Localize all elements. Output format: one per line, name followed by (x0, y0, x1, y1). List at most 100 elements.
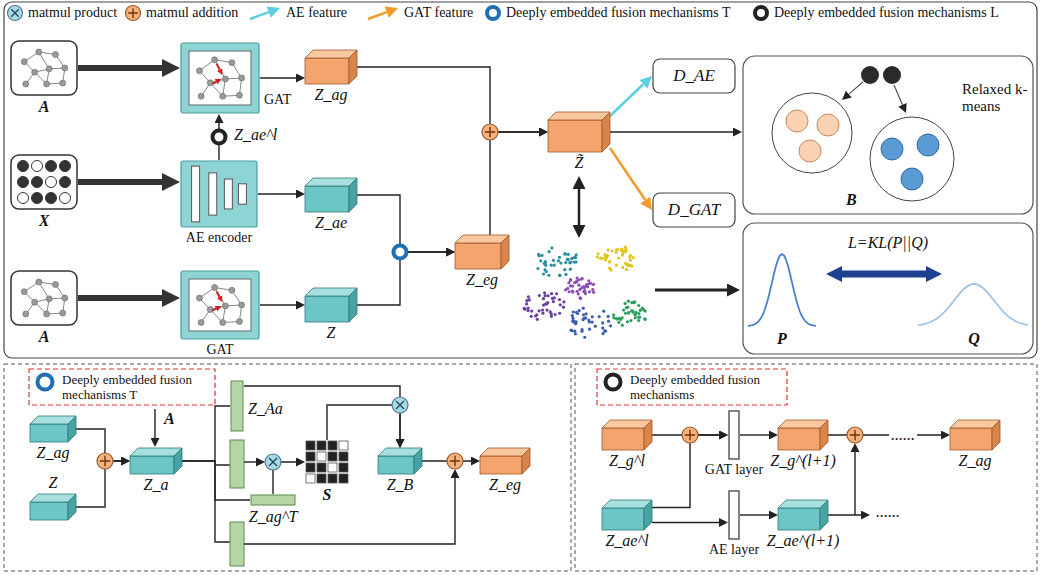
product-symbol (8, 6, 23, 21)
add-symbol (682, 427, 698, 443)
scatter-point (616, 248, 619, 251)
scatter-point (633, 300, 636, 303)
legend-entry: matmul addition (124, 5, 238, 21)
matrix-cell (306, 452, 315, 461)
decoder-box (653, 59, 735, 93)
scatter-point (623, 302, 626, 305)
scatter-point (541, 308, 544, 311)
scatter-point (569, 329, 572, 332)
layer-bar (729, 491, 739, 539)
scatter-point (527, 295, 530, 298)
scatter-point (627, 311, 630, 314)
feature-tensor: Z_a (130, 448, 182, 474)
gat-panel (189, 279, 251, 331)
cuboid-side (68, 494, 76, 520)
graph-vertex (220, 93, 226, 99)
distribution-curve (748, 254, 816, 326)
scatter-point (608, 260, 611, 263)
scatter-point (523, 308, 526, 311)
scatter-point (583, 336, 586, 339)
cuboid-front (602, 428, 644, 450)
flow-arrow (244, 461, 256, 462)
feature-tensor: Z_g^(l+1) (778, 420, 828, 450)
shape (10, 270, 78, 326)
scatter-point (589, 282, 592, 285)
product-cross (269, 458, 277, 466)
encoder-layer (238, 184, 246, 204)
scatter-point (592, 283, 595, 286)
scatter-point (638, 316, 641, 319)
scatter-point (555, 292, 558, 295)
math-label: A (39, 98, 50, 116)
scatter-point (644, 318, 647, 321)
scatter-point (564, 273, 567, 276)
matrix-cell (328, 441, 337, 450)
scatter-point (628, 256, 631, 259)
shape (30, 494, 76, 520)
cuboid-side (644, 500, 652, 530)
fusion-ring (38, 375, 53, 390)
scatter-point (588, 282, 591, 285)
cuboid-front (480, 456, 522, 474)
feature-matrix: X (10, 154, 78, 210)
clustering-panel: Relaxed k-meansB (742, 55, 1034, 215)
attention-arrow (212, 309, 216, 311)
cuboid-side (414, 448, 422, 474)
flow-arrow (828, 514, 861, 515)
add-symbol (447, 453, 463, 469)
scatter-point (634, 313, 637, 316)
scatter-point (630, 309, 633, 312)
connector (78, 65, 162, 71)
scatter-point (523, 307, 526, 310)
legend-text: matmul product (28, 5, 117, 21)
add-symbol (482, 124, 498, 140)
scatter-point (574, 332, 577, 335)
gat-block: GAT (180, 270, 260, 340)
math-label: X (39, 212, 50, 230)
legend-arrow (250, 12, 269, 19)
scatter-point (615, 317, 618, 320)
scatter-point (594, 325, 597, 328)
scatter-point (596, 255, 599, 258)
scatter-point (588, 328, 591, 331)
free-label: A (164, 410, 175, 428)
scatter-point (608, 267, 611, 270)
gat-block: GAT (180, 42, 260, 114)
cuboid-front (455, 243, 501, 269)
scatter-point (562, 300, 565, 303)
scatter-point (591, 315, 594, 318)
cuboid-top (778, 420, 828, 428)
math-label: Z_a (144, 476, 169, 494)
feature-tensor: Z_B (378, 448, 422, 474)
math-label: Z̃ (575, 154, 584, 172)
shape (180, 270, 260, 340)
legend-arrow (368, 12, 387, 19)
legend-entry: GAT feature (366, 5, 473, 21)
legend-text: Deeply embedded fusion mechanisms T (506, 5, 730, 21)
connector (610, 131, 733, 132)
legend-text: matmul addition (146, 5, 238, 21)
cuboid-side (349, 178, 357, 212)
graph-vertex (198, 319, 204, 325)
shape (378, 448, 422, 474)
cuboid-front (778, 428, 820, 450)
graph-input: A (10, 270, 78, 326)
vector-bar (230, 522, 244, 566)
cuboid-side (522, 448, 530, 474)
block-label: Deeply embedded fusion mechanisms (630, 372, 780, 402)
add-symbol (847, 427, 863, 443)
math-label: Z_eg (466, 271, 498, 289)
connector (78, 295, 162, 301)
cuboid-top (305, 50, 357, 58)
feature-tensor: Z_ag (305, 50, 357, 84)
matrix-cell (317, 441, 326, 450)
fusion-ring (213, 131, 226, 144)
scatter-point (539, 259, 542, 262)
scatter-point (604, 330, 607, 333)
graph-vertex (23, 81, 29, 87)
shape (10, 154, 78, 210)
matrix-cell (339, 474, 348, 483)
graph-vertex (212, 57, 218, 63)
legend-entry: Deeply embedded fusion mechanisms L (752, 5, 999, 21)
scatter-point (545, 302, 548, 305)
